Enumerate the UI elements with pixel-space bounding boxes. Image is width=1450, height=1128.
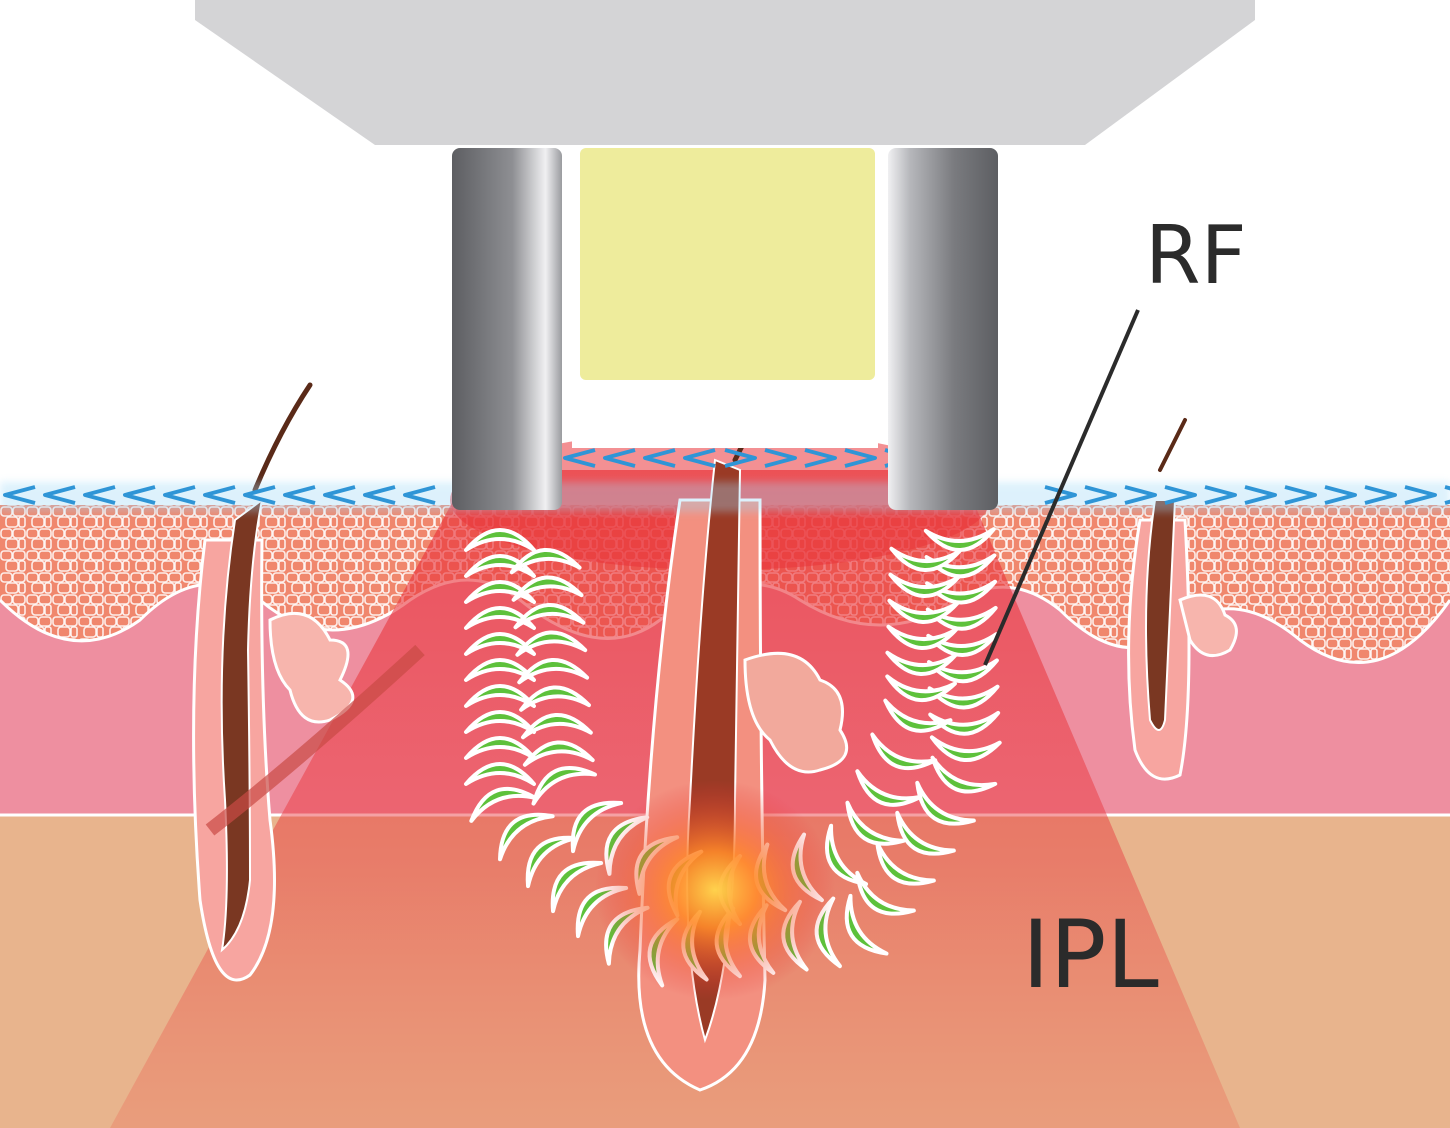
rf-crescent bbox=[464, 658, 536, 682]
rf-crescent bbox=[521, 713, 593, 740]
cooling-chevron bbox=[724, 448, 757, 468]
rf-crescent bbox=[923, 527, 996, 552]
rf-crescent bbox=[525, 835, 579, 889]
cooling-chevron bbox=[1324, 485, 1357, 505]
cooling-chevron bbox=[1284, 485, 1317, 505]
rf-crescent bbox=[875, 840, 936, 886]
cooling-chevron bbox=[283, 485, 316, 505]
cooling-chevron bbox=[764, 448, 797, 468]
rf-crescent bbox=[519, 685, 591, 712]
rf-crescent bbox=[888, 572, 961, 598]
rf-crescent bbox=[531, 766, 598, 806]
rf-crescent bbox=[855, 870, 916, 916]
cooling-chevron bbox=[1204, 485, 1237, 505]
hair-follicle-right bbox=[1127, 418, 1238, 781]
cooling-chevron bbox=[163, 485, 196, 505]
rf-crescent bbox=[464, 684, 536, 708]
cooling-chevron bbox=[844, 448, 877, 468]
rf-crescent bbox=[885, 674, 957, 702]
rf-crescent bbox=[915, 780, 976, 826]
cooling-chevron bbox=[1404, 485, 1437, 505]
ipl-window-icon bbox=[572, 148, 878, 448]
hair-follicle-left bbox=[192, 382, 425, 982]
ipl-label: IPL bbox=[1022, 901, 1159, 1010]
thermal-hotspot bbox=[595, 780, 835, 1000]
rf-crescent bbox=[515, 630, 588, 657]
cooling-chevron bbox=[1244, 485, 1277, 505]
rf-crescent bbox=[550, 860, 604, 914]
cooling-chevron bbox=[1124, 485, 1157, 505]
rf-crescent bbox=[469, 787, 538, 823]
rf-crescent bbox=[517, 658, 590, 685]
rf-crescent bbox=[929, 735, 1002, 762]
rf-crescent bbox=[925, 605, 998, 631]
rf-crescent bbox=[886, 624, 959, 650]
rf-crescent bbox=[927, 684, 1000, 710]
rf-crescent bbox=[928, 710, 1001, 736]
rf-crescent bbox=[885, 650, 958, 676]
cooling-chevron bbox=[1084, 485, 1117, 505]
cooling-chevron bbox=[563, 448, 596, 468]
rf-crescent bbox=[570, 800, 624, 854]
cooling-chevron bbox=[363, 485, 396, 505]
rf-crescent bbox=[513, 603, 586, 630]
rf-crescent bbox=[895, 810, 956, 856]
handpiece-icon bbox=[195, 0, 1255, 145]
rf-crescent bbox=[855, 769, 923, 807]
cooling-chevron bbox=[804, 448, 837, 468]
cooling-chevron bbox=[203, 485, 236, 505]
rf-crescent bbox=[464, 554, 536, 578]
cooling-chevron bbox=[3, 485, 36, 505]
rf-leader-line bbox=[983, 309, 1140, 666]
rf-crescent bbox=[511, 575, 584, 602]
cooling-chevron bbox=[83, 485, 116, 505]
rf-crescent bbox=[924, 553, 997, 579]
cooling-chevron bbox=[603, 448, 636, 468]
rf-crescent bbox=[464, 580, 536, 604]
cooling-chevron bbox=[1164, 485, 1197, 505]
rf-crescent bbox=[498, 812, 555, 862]
rf-crescent bbox=[845, 800, 906, 846]
rf-crescent bbox=[930, 755, 998, 794]
rf-crescent bbox=[925, 579, 998, 605]
rf-crescent bbox=[464, 710, 536, 734]
rf-crescent bbox=[825, 823, 869, 887]
rf-crescent bbox=[522, 740, 595, 767]
cooling-chevron bbox=[1364, 485, 1397, 505]
rf-crescent bbox=[889, 546, 962, 572]
cooling-surface bbox=[0, 448, 1450, 512]
cooling-chevron bbox=[123, 485, 156, 505]
rf-crescent bbox=[464, 632, 536, 656]
rf-label: RF bbox=[1145, 209, 1247, 302]
cooling-chevron bbox=[243, 485, 276, 505]
cooling-chevron bbox=[43, 485, 76, 505]
rf-crescent bbox=[464, 528, 536, 552]
rf-crescent bbox=[870, 732, 938, 771]
rf-crescent bbox=[464, 736, 536, 760]
cooling-chevron bbox=[403, 485, 436, 505]
rf-crescent bbox=[464, 606, 536, 630]
cooling-chevron bbox=[683, 448, 716, 468]
rf-crescent bbox=[464, 762, 536, 786]
electrode-icon bbox=[452, 148, 998, 510]
rf-crescent bbox=[926, 658, 999, 684]
rf-crescent bbox=[887, 598, 960, 624]
rf-crescent bbox=[844, 893, 889, 956]
rf-crescent bbox=[883, 698, 953, 733]
cooling-chevron bbox=[323, 485, 356, 505]
cooling-chevron bbox=[643, 448, 676, 468]
rf-crescent bbox=[509, 548, 582, 575]
